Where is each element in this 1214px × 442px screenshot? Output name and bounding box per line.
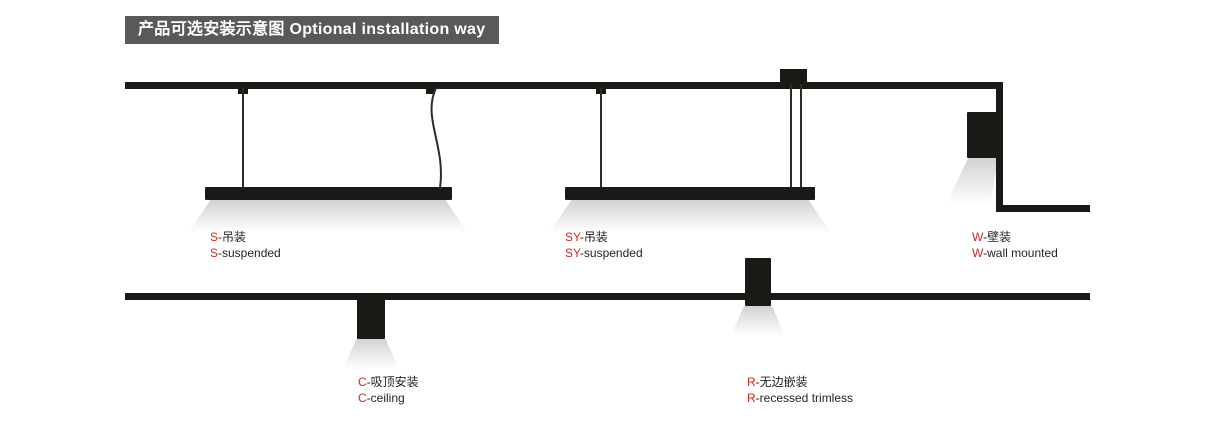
light-beam-s	[188, 200, 468, 233]
feed-wire-sy-right-2	[800, 84, 802, 188]
label-r-cn: R-无边嵌装	[747, 375, 808, 389]
suspended-light-sy	[565, 187, 815, 200]
title-banner: 产品可选安装示意图 Optional installation way	[125, 16, 500, 44]
label-s-cn: S-吊装	[210, 230, 247, 244]
power-cord-curved-icon	[430, 88, 442, 188]
suspended-light-s	[205, 187, 452, 200]
feed-wire-sy-right-1	[790, 84, 792, 188]
canopy-box-sy	[780, 69, 807, 83]
label-w: W-壁装 W-wall mounted	[972, 229, 1058, 261]
label-c-en: C-ceiling	[358, 391, 405, 405]
label-r: R-无边嵌装 R-recessed trimless	[747, 374, 853, 406]
light-beam-r	[731, 306, 785, 336]
light-beam-sy	[549, 200, 831, 233]
label-r-en: R-recessed trimless	[747, 391, 854, 405]
light-beam-c	[343, 339, 399, 369]
ceiling-line-upper	[125, 82, 1003, 89]
ceiling-light-c	[357, 299, 385, 339]
label-c: C-吸顶安装 C-ceiling	[358, 374, 419, 406]
label-w-en: W-wall mounted	[972, 246, 1058, 260]
wall-line-vertical	[996, 82, 1003, 212]
label-s: S-吊装 S-suspended	[210, 229, 281, 261]
recessed-light-r	[745, 258, 771, 306]
label-s-en: S-suspended	[210, 246, 281, 260]
suspension-wire-sy-left	[600, 88, 602, 188]
suspension-wire-s-left	[242, 88, 244, 188]
ceiling-line-lower	[125, 293, 1090, 300]
label-sy: SY-吊装 SY-suspended	[565, 229, 643, 261]
label-sy-cn: SY-吊装	[565, 230, 608, 244]
wall-light-w	[967, 112, 997, 158]
ledge-line-right	[996, 205, 1090, 212]
label-c-cn: C-吸顶安装	[358, 375, 419, 389]
label-sy-en: SY-suspended	[565, 246, 643, 260]
ceiling-mount-s-right	[426, 87, 435, 94]
label-w-cn: W-壁装	[972, 230, 1012, 244]
